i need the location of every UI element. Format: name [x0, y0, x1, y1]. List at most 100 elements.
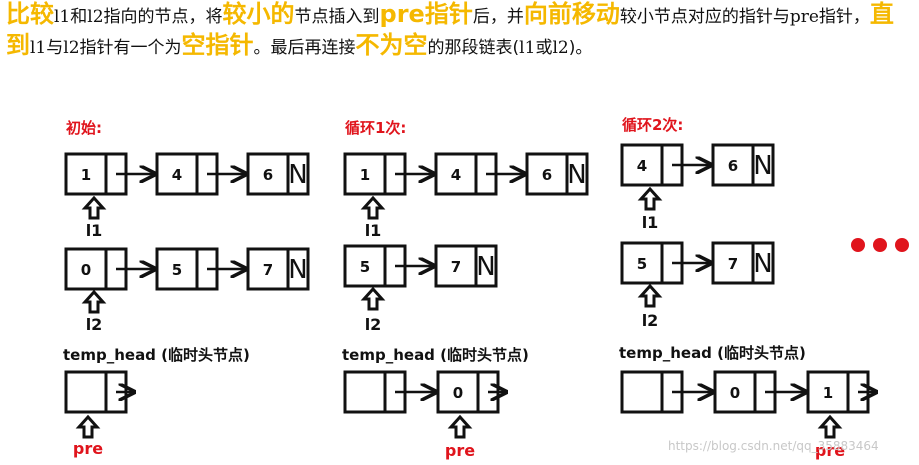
list-b-node: 5: [155, 247, 246, 291]
node-box: [434, 244, 498, 288]
node-value: 1: [823, 384, 833, 402]
node-box: [711, 143, 775, 187]
intro-s10: 后，并: [472, 7, 524, 27]
stage-title: 循环1次:: [345, 119, 406, 137]
node-box: [246, 152, 310, 196]
pre-pointer-arrow: [817, 414, 843, 439]
l1-pointer-arrow: [81, 195, 107, 220]
intro-s8: pre: [379, 0, 425, 28]
node-box: [525, 152, 589, 196]
node-value: 0: [81, 261, 91, 279]
node-value: 7: [451, 258, 461, 276]
intro-s22: 不为空: [355, 31, 428, 59]
intro-s4: l2: [87, 7, 104, 27]
intro-s14: 指针，: [818, 7, 870, 27]
l2-pointer-label: l2: [86, 315, 103, 334]
pre-pointer-label: pre: [73, 439, 103, 458]
list-a-node: 4: [155, 152, 246, 196]
intro-s24: l1: [519, 38, 536, 58]
pre-pointer-arrow: [447, 414, 473, 439]
intro-s20: 空指针: [181, 31, 254, 59]
temp-head-label: temp_head (临时头节点): [619, 344, 806, 362]
pre-pointer-label: pre: [445, 441, 475, 460]
list-b-node: 0: [64, 247, 155, 291]
l1-pointer-arrow: [360, 195, 386, 220]
node-value: 4: [172, 166, 182, 184]
null-mark: N: [288, 255, 307, 285]
intro-s1: 比较: [6, 0, 54, 28]
merged-node: 1: [806, 370, 876, 414]
intro-s5: 指向的节点，将: [103, 7, 223, 27]
intro-s16: l1: [30, 38, 47, 58]
node-value: 0: [730, 384, 740, 402]
stage-title: 循环2次:: [622, 116, 683, 134]
temp-head-label: temp_head (临时头节点): [342, 346, 529, 364]
pre-pointer-label: pre: [815, 441, 845, 460]
l2-pointer-label: l2: [642, 311, 659, 330]
intro-s13: pre: [789, 7, 819, 27]
l1-pointer-label: l1: [365, 221, 382, 240]
intro-s19: 指针有一个为: [79, 38, 182, 58]
l2-pointer-arrow: [360, 286, 386, 311]
node-value: 5: [360, 258, 370, 276]
list-a-node: 1: [343, 152, 434, 196]
l2-pointer-arrow: [81, 289, 107, 314]
l1-pointer-label: l1: [86, 221, 103, 240]
list-a-node: 1: [64, 152, 155, 196]
null-mark: N: [753, 151, 772, 181]
node-value: 5: [637, 255, 647, 273]
stage-title: 初始:: [66, 119, 102, 137]
node-value: 0: [453, 384, 463, 402]
intro-s21: 。最后再连接: [253, 38, 356, 58]
l1-pointer-arrow: [637, 186, 663, 211]
pre-pointer-arrow: [75, 414, 101, 439]
node-value: 1: [81, 166, 91, 184]
intro-s11: 向前移动: [523, 0, 620, 28]
node-value: 7: [263, 261, 273, 279]
node-value: 7: [728, 255, 738, 273]
intro-s25: 或: [535, 38, 553, 58]
intro-s9: 指针: [424, 0, 473, 28]
node-value: 6: [263, 166, 273, 184]
intro-s26: l2: [552, 38, 569, 58]
null-mark: N: [288, 160, 307, 190]
intro-s23: 的那段链表(: [427, 38, 520, 58]
list-b-node: 5: [620, 241, 711, 285]
temp-head-node: [620, 370, 713, 414]
intro-s15: 直到: [6, 0, 894, 59]
intro-s27: )。: [568, 38, 593, 58]
intro-text: 比较l1和l2指向的节点，将较小的节点插入到pre指针后，并向前移动较小节点对应…: [6, 0, 906, 62]
node-value: 6: [542, 166, 552, 184]
intro-s7: 节点插入到: [294, 7, 380, 27]
null-mark: N: [753, 249, 772, 279]
intro-s17: 与: [46, 38, 64, 58]
more-steps-dots: [851, 238, 909, 252]
intro-s6: 较小的: [222, 0, 295, 28]
list-a-node: 4: [620, 143, 711, 187]
node-value: 1: [360, 166, 370, 184]
l1-pointer-label: l1: [642, 213, 659, 232]
temp-head-label: temp_head (临时头节点): [63, 346, 250, 364]
temp-head-node: [343, 370, 436, 414]
node-box: [711, 241, 775, 285]
node-box: [246, 247, 310, 291]
node-value: 5: [172, 261, 182, 279]
watermark: https://blog.csdn.net/qq_35883464: [668, 439, 879, 453]
temp-head-node: [64, 370, 134, 414]
list-b-node: 5: [343, 244, 434, 288]
list-a-node: 4: [434, 152, 525, 196]
intro-s2: l1: [54, 7, 71, 27]
null-mark: N: [567, 160, 586, 190]
merged-node: 0: [436, 370, 506, 414]
merged-node: 0: [713, 370, 806, 414]
node-value: 4: [451, 166, 461, 184]
